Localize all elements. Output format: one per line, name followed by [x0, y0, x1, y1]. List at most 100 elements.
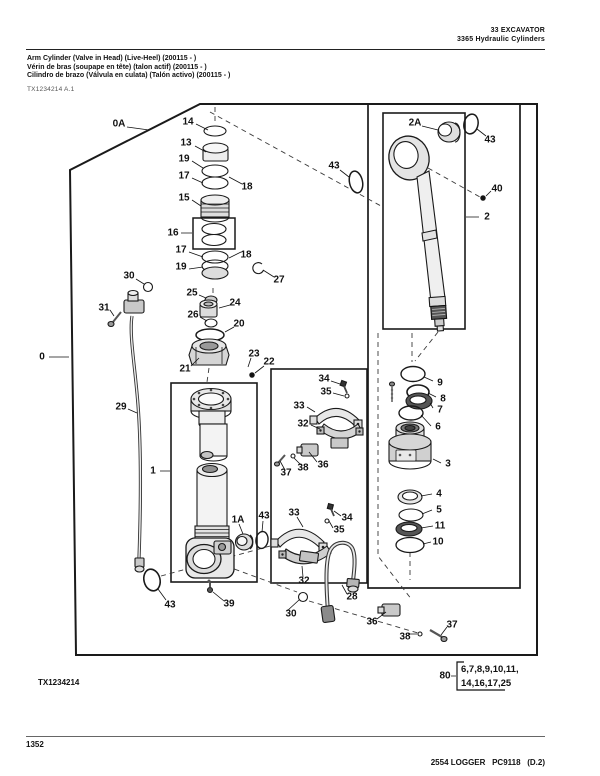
- page-number: 1352: [26, 740, 44, 749]
- callout-35: 35: [333, 525, 345, 536]
- clamp-33-lower: [275, 528, 325, 549]
- ring-19-upper: [201, 164, 229, 178]
- title-fr: Vérin de bras (soupape en tête) (talon a…: [27, 63, 207, 71]
- piston-3: [388, 421, 432, 470]
- footer-catalog-block: 2554 LOGGER PC9118 (D.2) ST147957(F.1): [431, 740, 545, 776]
- ring-10: [395, 536, 425, 554]
- gland-nut-21: [188, 338, 230, 366]
- washer-35-upper: [344, 393, 350, 399]
- callout-35: 35: [320, 387, 332, 398]
- callout-40: 40: [491, 184, 503, 195]
- callout-3: 3: [445, 459, 451, 470]
- washer-38-upper: [290, 453, 296, 459]
- clamp-32-lower: [281, 545, 332, 565]
- callout-36: 36: [317, 460, 329, 471]
- callout-14: 14: [182, 117, 194, 128]
- callout-34: 34: [341, 513, 353, 524]
- fitting-24: [199, 299, 218, 318]
- rod-threaded-end: [428, 295, 448, 332]
- kit-bracket: [456, 661, 505, 691]
- title-es: Cilindro de brazo (Válvula en culata) (T…: [27, 72, 231, 80]
- callout-28: 28: [346, 592, 358, 603]
- callout-18: 18: [241, 182, 253, 193]
- callout-23: 23: [248, 349, 260, 360]
- callout-32: 32: [297, 419, 309, 430]
- washer-35-lower: [324, 518, 330, 524]
- callout-26: 26: [187, 310, 199, 321]
- callout-33: 33: [293, 401, 305, 412]
- ring-19-lower2: [201, 266, 229, 280]
- bushing-13: [202, 142, 229, 162]
- callout-8: 8: [440, 394, 446, 405]
- callout-22: 22: [263, 357, 275, 368]
- hose-28-end-fitting: [320, 604, 336, 624]
- diagram-borders: [68, 103, 538, 656]
- head-gland-stack: [200, 125, 265, 280]
- bolt-37-upper: [273, 454, 286, 467]
- callout-15: 15: [178, 193, 190, 204]
- title-block: Arm Cylinder (Valve in Head) (Live-Heel)…: [27, 55, 230, 94]
- seal-43-bottom-left: [142, 568, 162, 592]
- ring-30-bottom: [297, 591, 309, 603]
- header-rule: [26, 49, 545, 50]
- barrel-box: [170, 382, 258, 583]
- snap-ring-27: [252, 262, 265, 275]
- bolt-34-lower: [326, 502, 335, 517]
- clamp-upper-group: [273, 379, 364, 467]
- callout-6: 6: [435, 422, 441, 433]
- callout-19: 19: [175, 262, 187, 273]
- parts-layer: [107, 113, 486, 643]
- piston-stack: [388, 365, 433, 554]
- barrel-assembly-1: [185, 387, 235, 594]
- kit-ring-16a: [201, 222, 227, 236]
- bolt-37-lower: [429, 629, 448, 643]
- ring-30-top: [142, 281, 154, 293]
- callout-7: 7: [437, 405, 443, 416]
- callout-11: 11: [435, 521, 446, 532]
- callout-1A: 1A: [232, 515, 245, 526]
- callout-38: 38: [399, 632, 411, 643]
- figure-ref: TX1234214 A.1: [27, 85, 75, 93]
- gland-15: [200, 194, 230, 223]
- seal-11: [395, 521, 423, 537]
- elbow-fitting: [123, 289, 145, 314]
- screw-40: [480, 195, 486, 201]
- block-36-upper: [296, 443, 319, 457]
- footer-rule: [26, 736, 545, 737]
- seal-kit-box-16: [192, 217, 236, 250]
- callout-2A: 2A: [409, 118, 422, 129]
- callout-0: 0: [39, 352, 45, 363]
- flange-bolt-holes: [192, 388, 230, 410]
- washer-38-lower: [417, 631, 423, 637]
- seal-43-rod-left: [348, 170, 364, 194]
- callout-37: 37: [280, 468, 292, 479]
- callout-1: 1: [150, 466, 156, 477]
- callout-43: 43: [328, 161, 340, 172]
- bushing-1A: [234, 533, 254, 551]
- callout-30: 30: [123, 271, 135, 282]
- grease-fitting-39: [206, 583, 214, 594]
- ring-5: [398, 508, 424, 522]
- callout-34: 34: [318, 374, 330, 385]
- callout-20: 20: [233, 319, 245, 330]
- bushing-2A: [437, 121, 461, 143]
- callout-18: 18: [240, 250, 252, 261]
- callout-31: 31: [98, 303, 110, 314]
- figure-id-label: TX1234214: [38, 678, 80, 687]
- callout-36: 36: [366, 617, 378, 628]
- callout-25: 25: [186, 288, 198, 299]
- callout-43: 43: [258, 511, 270, 522]
- block-36-lower: [377, 603, 401, 617]
- callout-21: 21: [179, 364, 191, 375]
- callout-37: 37: [446, 620, 458, 631]
- callout-10: 10: [432, 537, 444, 548]
- callout-27: 27: [273, 275, 285, 286]
- seal-43-rod-top: [463, 113, 479, 135]
- rod-box: [382, 112, 466, 330]
- callout-33: 33: [288, 508, 300, 519]
- clamp-lower-group: [270, 502, 360, 624]
- clamp-box: [270, 368, 368, 584]
- seal-7: [405, 392, 433, 410]
